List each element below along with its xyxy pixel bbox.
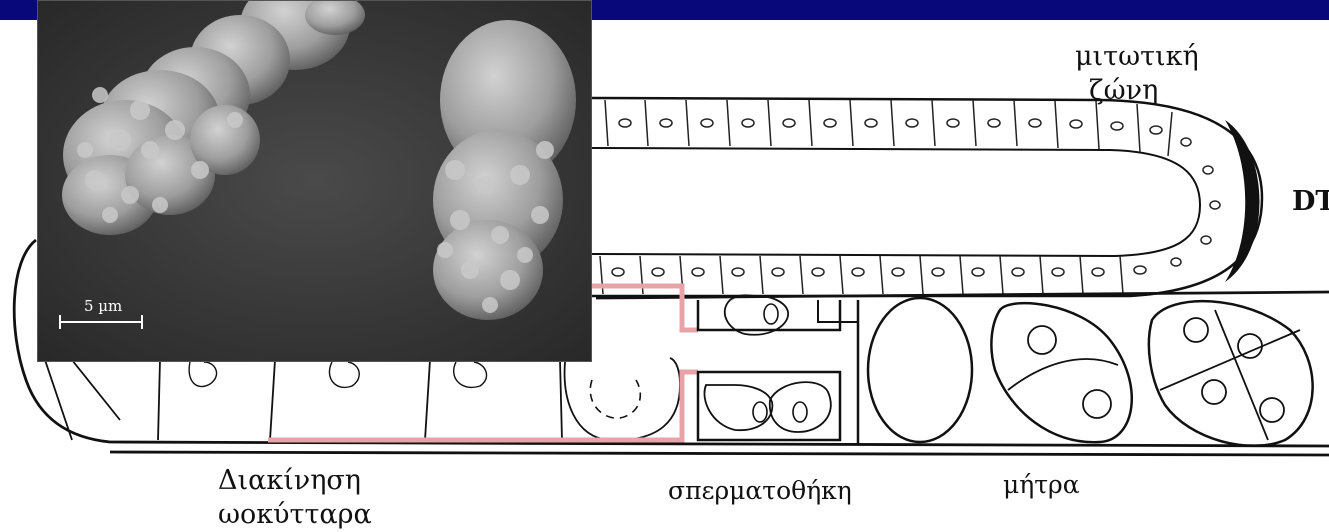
dtc-label: DT	[1292, 186, 1329, 217]
uterus-label: μήτρα	[1003, 470, 1080, 499]
distal-tip-cell	[1225, 120, 1260, 282]
spermatheca-label: σπερματοθήκη	[668, 476, 852, 505]
scale-bar-label: 5 µm	[84, 297, 122, 315]
oocyte-label: Διακίνηση ωοκύτταρα	[218, 464, 372, 532]
mitotic-zone-line-2: ζώνη	[1075, 74, 1199, 108]
mitotic-cells-bottom	[600, 256, 1181, 294]
oocyte-label-line-2: ωοκύτταρα	[218, 498, 372, 532]
mitotic-zone-line-1: μιτωτική	[1075, 40, 1199, 74]
spermatheca	[698, 295, 858, 440]
oocytes	[45, 358, 680, 440]
mitotic-cells-top	[605, 100, 1220, 244]
uterus-embryos	[858, 298, 1313, 446]
oocyte-label-line-1: Διακίνηση	[218, 464, 372, 498]
mitotic-zone-label: μιτωτική ζώνη	[1075, 40, 1199, 108]
